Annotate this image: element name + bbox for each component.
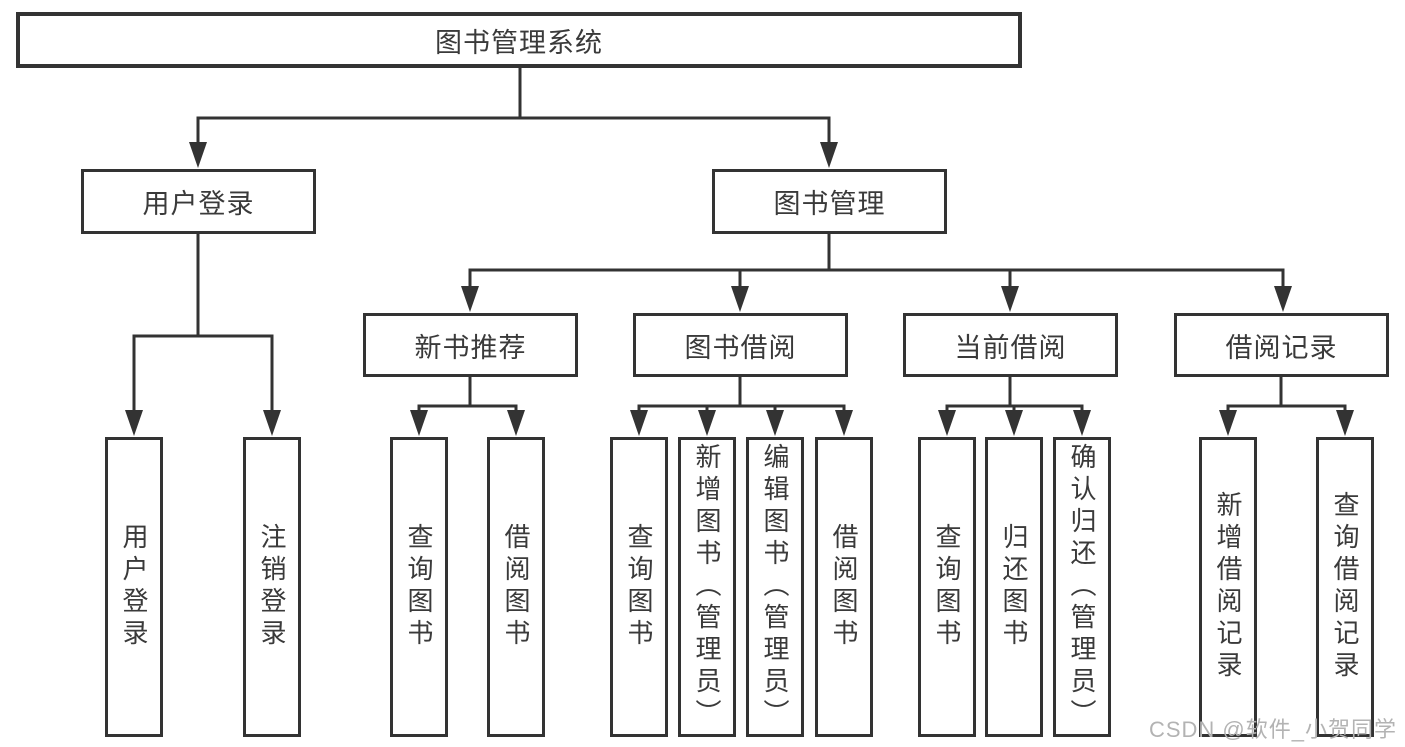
leaf-query-borrow-record-label: 查询借阅记录: [1330, 491, 1360, 683]
leaf-query-book-current-label: 查询图书: [932, 523, 962, 651]
csdn-watermark: CSDN @软件_小贺同学: [1148, 717, 1397, 742]
leaf-confirm-return-admin: 确认归还（管理员）: [1053, 437, 1111, 737]
connector-new-book-recommend-to-leaves: [410, 376, 525, 436]
leaf-add-borrow-record-label: 新增借阅记录: [1213, 491, 1243, 683]
leaf-borrow-book-label: 借阅图书: [829, 523, 859, 651]
leaf-add-book-admin: 新增图书（管理员）: [678, 437, 736, 737]
leaf-user-login: 用户登录: [105, 437, 163, 737]
leaf-edit-book-admin: 编辑图书（管理员）: [746, 437, 804, 737]
leaf-query-book-recommend-label: 查询图书: [404, 523, 434, 651]
node-borrow-record: 借阅记录: [1174, 313, 1389, 377]
leaf-query-book-current: 查询图书: [918, 437, 976, 737]
leaf-edit-book-admin-label: 编辑图书（管理员）: [760, 443, 790, 731]
leaf-return-book: 归还图书: [985, 437, 1043, 737]
leaf-confirm-return-admin-label: 确认归还（管理员）: [1067, 443, 1097, 731]
node-user-login: 用户登录: [81, 169, 316, 234]
node-current-borrow-label: 当前借阅: [954, 332, 1067, 363]
connector-book-borrow-to-leaves: [630, 376, 853, 436]
node-current-borrow: 当前借阅: [903, 313, 1118, 377]
leaf-borrow-book-recommend-label: 借阅图书: [501, 523, 531, 651]
node-root: 图书管理系统: [16, 12, 1022, 68]
leaf-query-book-borrow: 查询图书: [610, 437, 668, 737]
node-book-management-label: 图书管理: [773, 189, 886, 219]
node-book-management: 图书管理: [712, 169, 947, 234]
connector-user-login-to-leaves: [125, 233, 281, 436]
leaf-logout: 注销登录: [243, 437, 301, 737]
node-user-login-label: 用户登录: [142, 189, 255, 219]
leaf-borrow-book-recommend: 借阅图书: [487, 437, 545, 737]
connector-root-to-level2: [189, 68, 838, 168]
node-book-borrow: 图书借阅: [633, 313, 848, 377]
leaf-user-login-label: 用户登录: [119, 523, 149, 651]
leaf-borrow-book: 借阅图书: [815, 437, 873, 737]
leaf-add-book-admin-label: 新增图书（管理员）: [692, 443, 722, 731]
node-new-book-recommend-label: 新书推荐: [414, 332, 527, 363]
leaf-add-borrow-record: 新增借阅记录: [1199, 437, 1257, 737]
node-book-borrow-label: 图书借阅: [684, 332, 797, 363]
connector-book-management-to-level3: [461, 233, 1292, 312]
connector-borrow-record-to-leaves: [1219, 376, 1354, 436]
leaf-query-borrow-record: 查询借阅记录: [1316, 437, 1374, 737]
leaf-logout-label: 注销登录: [257, 523, 287, 651]
leaf-query-book-borrow-label: 查询图书: [624, 523, 654, 651]
node-borrow-record-label: 借阅记录: [1225, 332, 1338, 363]
connector-current-borrow-to-leaves: [938, 376, 1091, 436]
node-new-book-recommend: 新书推荐: [363, 313, 578, 377]
leaf-return-book-label: 归还图书: [999, 523, 1029, 651]
leaf-query-book-recommend: 查询图书: [390, 437, 448, 737]
node-root-label: 图书管理系统: [435, 27, 603, 58]
